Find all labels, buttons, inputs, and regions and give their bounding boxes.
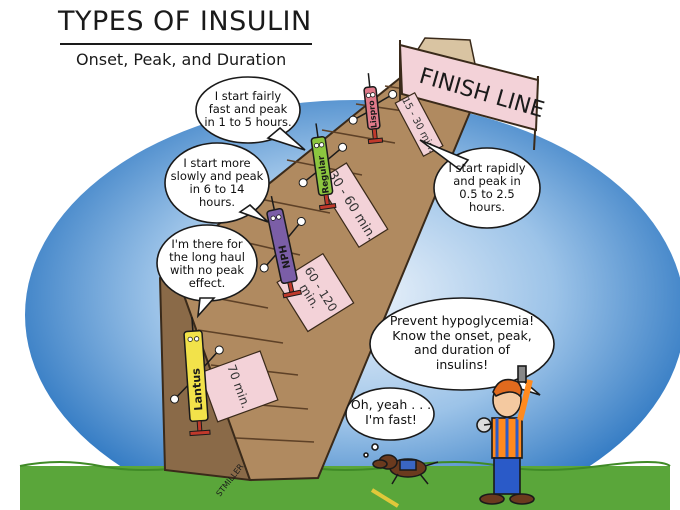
nph-speech-text: I start more slowly and peak in 6 to 14 … — [170, 156, 264, 209]
lantus-time-tag: 70 min. — [199, 350, 279, 423]
page-title: TYPES OF INSULIN — [58, 6, 312, 37]
lispro-syringe: Lispro — [348, 73, 398, 145]
nph-speech-bubble — [164, 142, 270, 224]
dog-speech-text: Oh, yeah . . . I'm fast! — [350, 397, 432, 427]
man-with-stopwatch — [476, 365, 535, 505]
page-subtitle: Onset, Peak, and Duration — [76, 50, 287, 69]
regular-speech-text: I start fairly fast and peak in 1 to 5 h… — [204, 89, 292, 129]
lispro-speech-text: I start rapidly and peak in 0.5 to 2.5 h… — [448, 161, 526, 214]
title-underline — [60, 43, 312, 45]
lantus-syringe: Lantus — [170, 317, 224, 437]
regular-syringe: Regular — [298, 123, 348, 211]
lantus-label: Lantus — [189, 367, 205, 411]
grass — [20, 466, 670, 510]
nph-label: NPH — [277, 244, 293, 270]
dog — [372, 454, 439, 485]
lispro-label: Lispro — [367, 99, 379, 128]
regular-speech-bubble — [195, 76, 301, 144]
man-speech-text: Prevent hypoglycemia! Know the onset, pe… — [389, 313, 535, 372]
nph-syringe: NPH — [259, 195, 306, 299]
man-speech-bubble — [369, 297, 555, 391]
lantus-speech-text: I'm there for the long haul with no peak… — [169, 237, 245, 290]
dog-speech-bubble — [345, 387, 435, 441]
